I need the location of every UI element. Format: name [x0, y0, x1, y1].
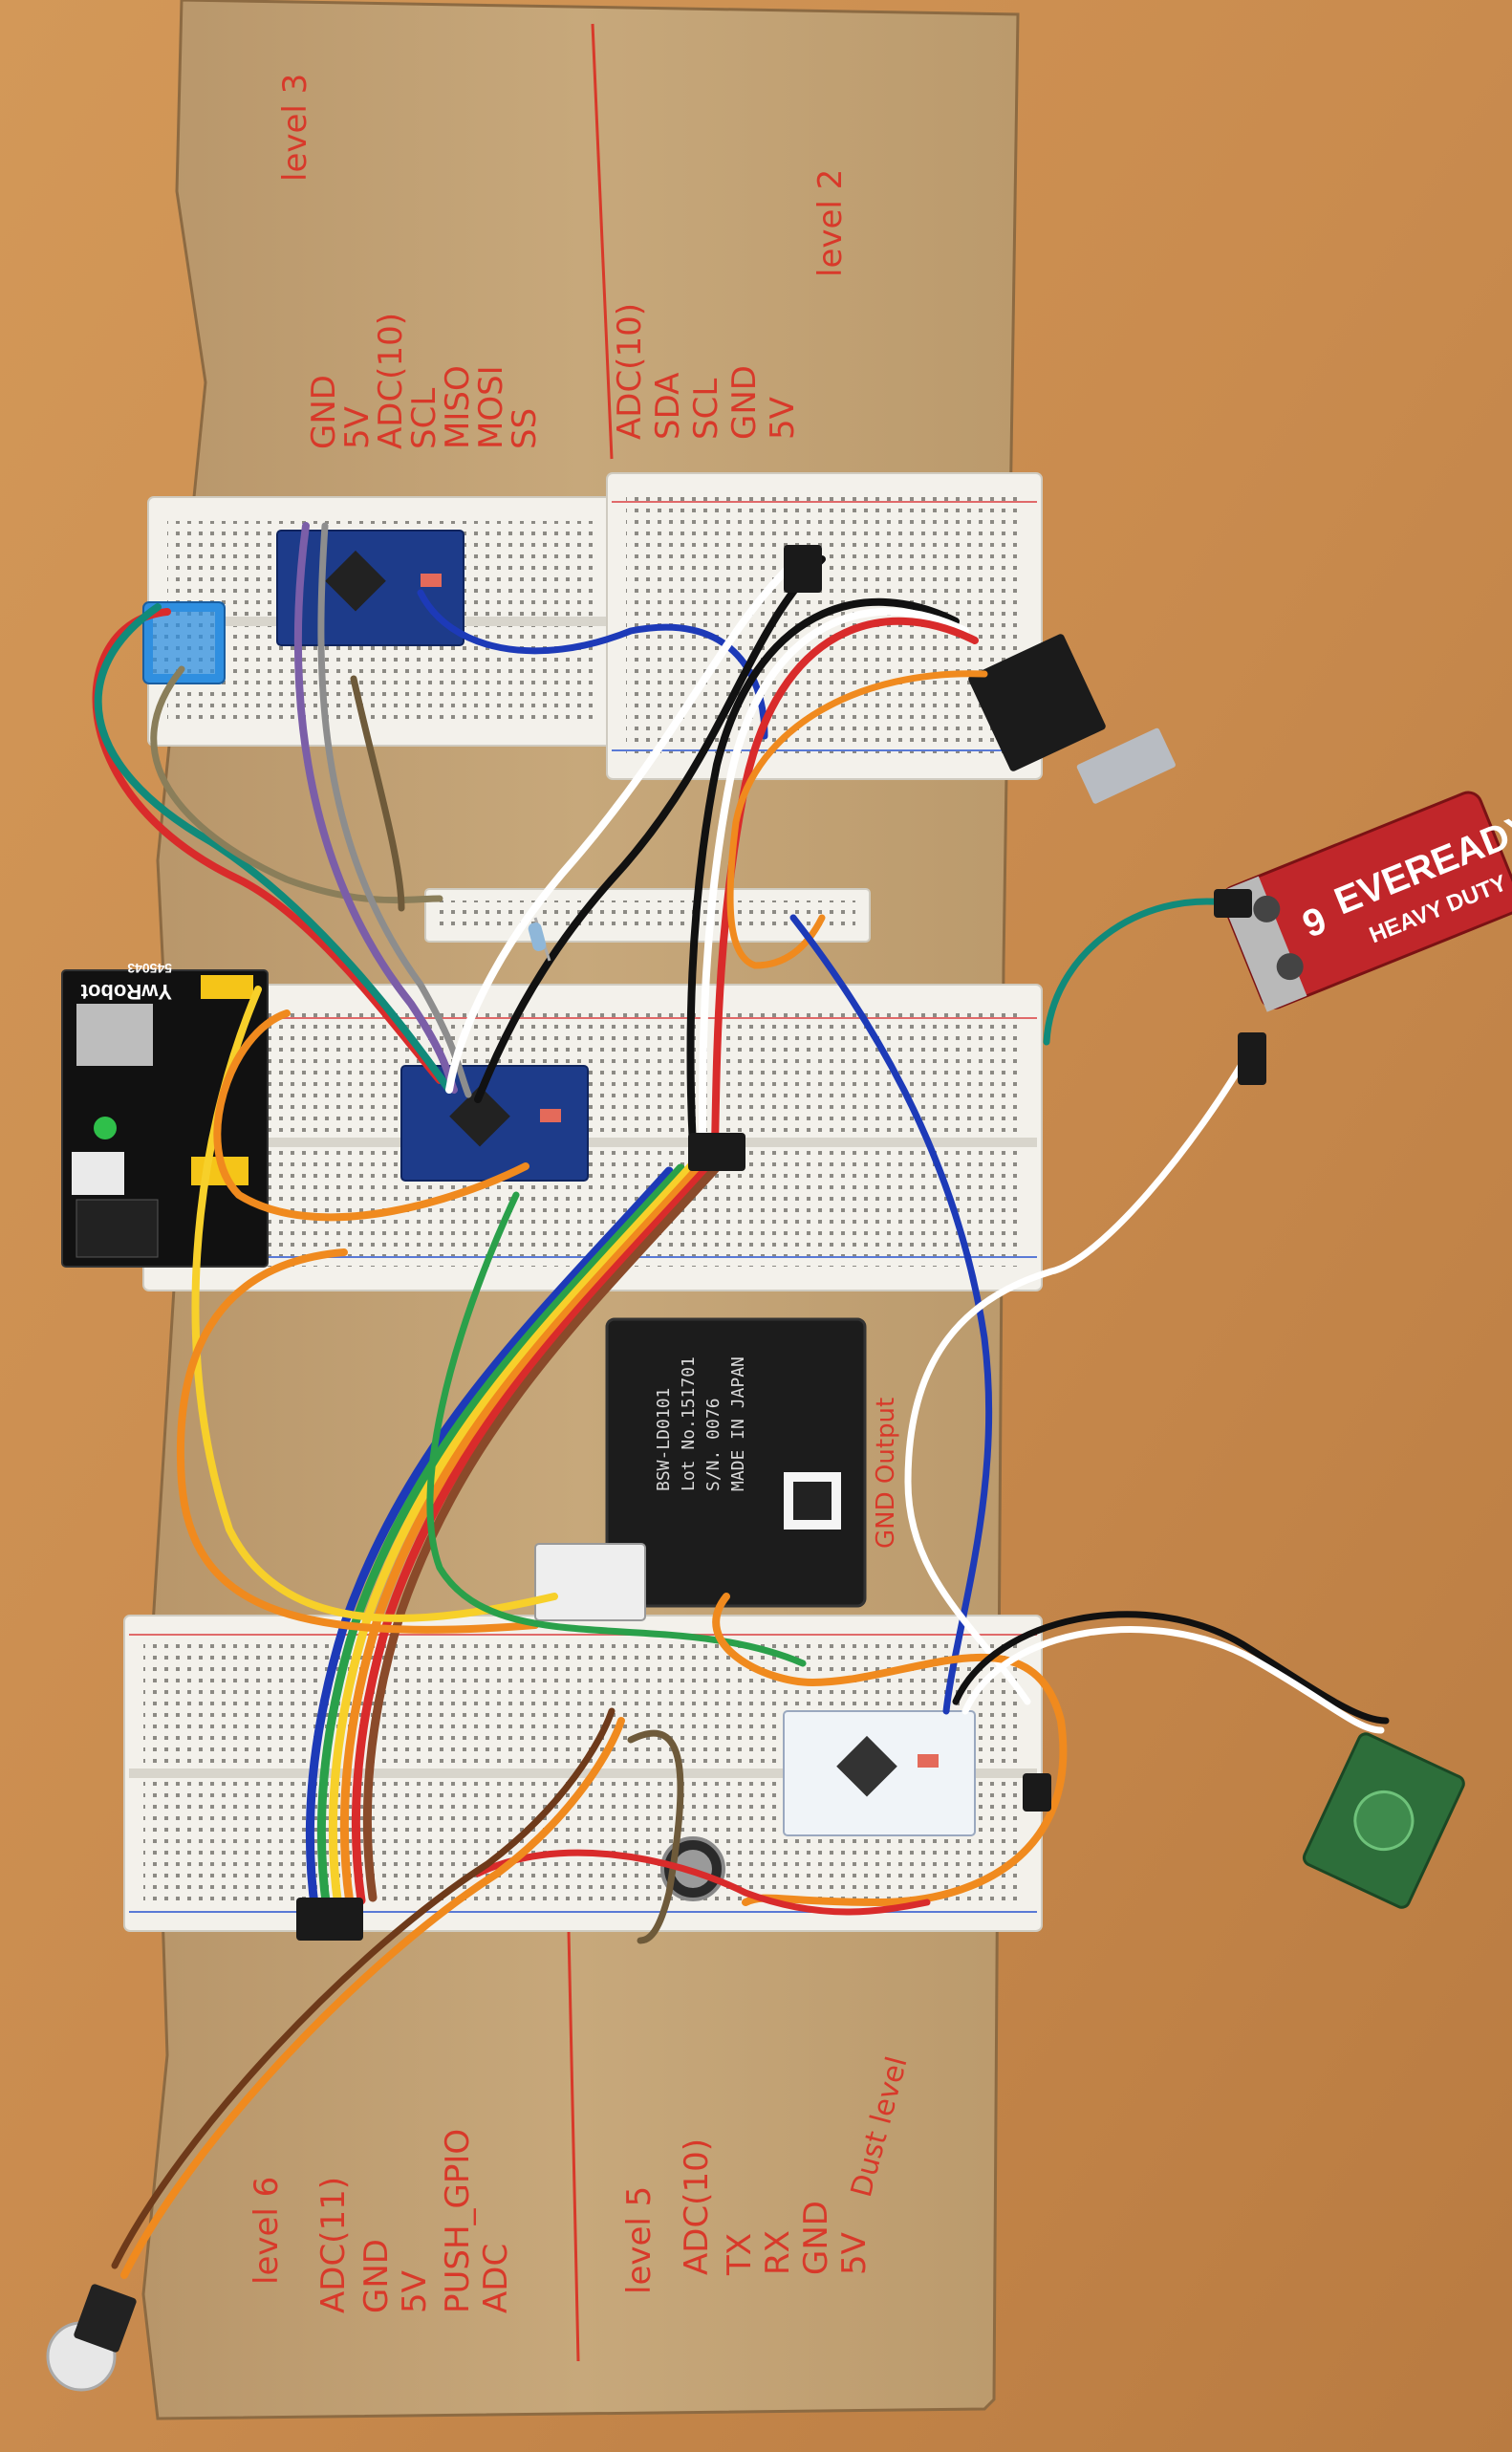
wire-connectors [296, 545, 1266, 1941]
wire-ribbon-yellow [328, 1161, 697, 1911]
note-pin: TX [721, 2233, 759, 2276]
wire-brown-button [111, 1707, 616, 2269]
usb-serial-adapter [968, 634, 1176, 804]
marker-divider-bottom [567, 1930, 580, 2362]
note-heading: level 5 [620, 2186, 659, 2294]
note-top-left-pins: GND 5V ADC(10) SCL MISO MOSI SS [305, 313, 544, 449]
push-button-sensor [46, 2284, 137, 2392]
dust-sensor-module: BSW-LD0101 Lot No.151701 S/N. 0076 MADE … [534, 1317, 867, 1621]
power-module-label: YwRobot [80, 980, 172, 1004]
wire-teal [94, 603, 453, 1094]
note-top-right-pins: ADC(10) SDA SCL GND 5V [611, 303, 802, 440]
note-heading: level 2 [811, 169, 850, 277]
note-pin: SDA [649, 373, 687, 440]
sensor-label: S/N. 0076 [703, 1398, 724, 1491]
sensor-label: MADE IN JAPAN [728, 1356, 748, 1491]
dht-temperature-sensor [142, 601, 226, 684]
note-pin: RX [759, 2230, 797, 2275]
note-bottom-right-pins: ADC(10) TX RX GND 5V [678, 2138, 874, 2276]
note-pin: GND [357, 2239, 396, 2313]
wire-blue-long [789, 914, 993, 1715]
rf-sensor-module [1302, 1732, 1465, 1909]
note-bottom-right: level 5 [620, 2186, 659, 2294]
breadboard-middle [142, 984, 1043, 1291]
wire-purple [293, 522, 458, 1094]
wire-orange-power [213, 1009, 529, 1222]
wire-ribbon-blue [305, 1166, 674, 1917]
note-pin: ADC(11) [314, 2177, 353, 2313]
note-pin: ADC(10) [372, 313, 410, 449]
wire-white-rf [961, 1626, 1385, 1734]
wire-ribbon-red [351, 1155, 720, 1905]
note-pin: SS [506, 408, 544, 449]
note-pin: PUSH_GPIO [439, 2129, 477, 2313]
note-bottom-left: level 6 [248, 2177, 286, 2285]
wire-orange-top [726, 670, 988, 969]
wire-orange-loop [177, 1248, 539, 1634]
power-supply-module: YwRobot 545043 [61, 961, 269, 1268]
wire-orange-button [120, 1717, 625, 2279]
arduino-pro-mini-bottom [783, 1710, 976, 1836]
wire-ribbon-brown [362, 1152, 731, 1902]
wire-brown-bottom [627, 1729, 684, 1944]
note-heading: level 3 [276, 74, 314, 182]
note-pin: GND [305, 375, 343, 449]
note-pin: 5V [764, 397, 802, 440]
wire-white-1 [445, 551, 807, 1094]
note-pin: MISO [439, 365, 477, 449]
note-bottom-left-pins: ADC(11) GND 5V PUSH_GPIO ADC [314, 2129, 515, 2313]
note-pin: 5V [835, 2232, 874, 2275]
note-pin: 5V [396, 2270, 434, 2313]
arduino-pro-mini-middle [400, 1065, 589, 1182]
note-pin: ADC(10) [678, 2138, 716, 2275]
note-top-right: level 2 [811, 169, 850, 277]
wire-white-battery [904, 1043, 1256, 1705]
note-pin: MOSI [472, 365, 510, 449]
marker-divider-top [591, 23, 614, 460]
note-pin: GND [725, 365, 764, 440]
jumper-wires [92, 522, 1390, 2279]
wire-red-bottom [474, 1849, 931, 1916]
wire-ribbon-green [316, 1163, 685, 1914]
note-side-text: GND Output [872, 1398, 900, 1549]
wire-green-loop [426, 1191, 807, 1667]
note-pin: GND [797, 2201, 835, 2275]
resistor [528, 917, 551, 962]
sensor-label: Lot No.151701 [679, 1356, 699, 1491]
wire-brown [350, 675, 405, 912]
wire-white-2 [699, 607, 969, 1151]
wire-orange-bottom [712, 1593, 1068, 1907]
sensor-label: BSW-LD0101 [654, 1388, 674, 1491]
note-pin: 5V [338, 406, 377, 449]
wire-yellow-power [191, 986, 558, 1622]
wire-green-battery [1043, 898, 1237, 1046]
note-pin: ADC [477, 2244, 515, 2313]
note-heading: level 6 [248, 2177, 286, 2285]
wire-red [92, 608, 443, 1084]
wire-black-2 [686, 597, 960, 1151]
note-pin: ADC(10) [611, 303, 649, 440]
note-pin: SCL [405, 388, 443, 449]
wire-khaki [150, 665, 443, 904]
wire-black-1 [474, 555, 826, 1103]
note-pin: SCL [687, 379, 725, 440]
note-top-left: level 3 [276, 74, 314, 182]
power-module-model: 545043 [127, 961, 172, 976]
note-side: GND Output [872, 1398, 900, 1549]
wire-black-rf [952, 1611, 1390, 1725]
wire-ribbon-orange [339, 1158, 708, 1908]
